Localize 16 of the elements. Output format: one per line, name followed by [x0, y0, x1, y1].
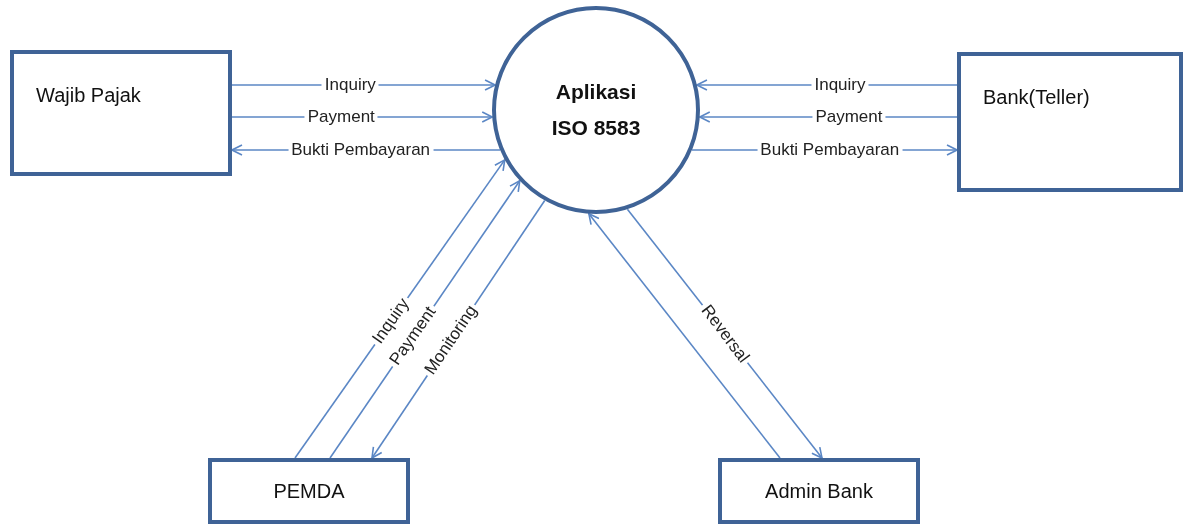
- entity-box: [957, 52, 1183, 192]
- edge-label: Inquiry: [811, 75, 869, 95]
- edge-label: Payment: [812, 107, 886, 127]
- node-label: Admin Bank: [765, 479, 873, 503]
- edge-label: Payment: [304, 107, 378, 127]
- node-label: PEMDA: [273, 479, 345, 503]
- node-label: Aplikasi ISO 8583: [551, 79, 641, 141]
- edge-label: Bukti Pembayaran: [757, 140, 903, 160]
- edge-label: Inquiry: [321, 75, 379, 95]
- entity-box: [10, 50, 232, 176]
- node-label: Bank(Teller): [983, 86, 1090, 109]
- edge-label: Bukti Pembayaran: [288, 140, 434, 160]
- node-label: Wajib Pajak: [36, 84, 141, 107]
- entity-box: [208, 458, 410, 524]
- entity-box: [718, 458, 920, 524]
- arrow: [588, 212, 781, 459]
